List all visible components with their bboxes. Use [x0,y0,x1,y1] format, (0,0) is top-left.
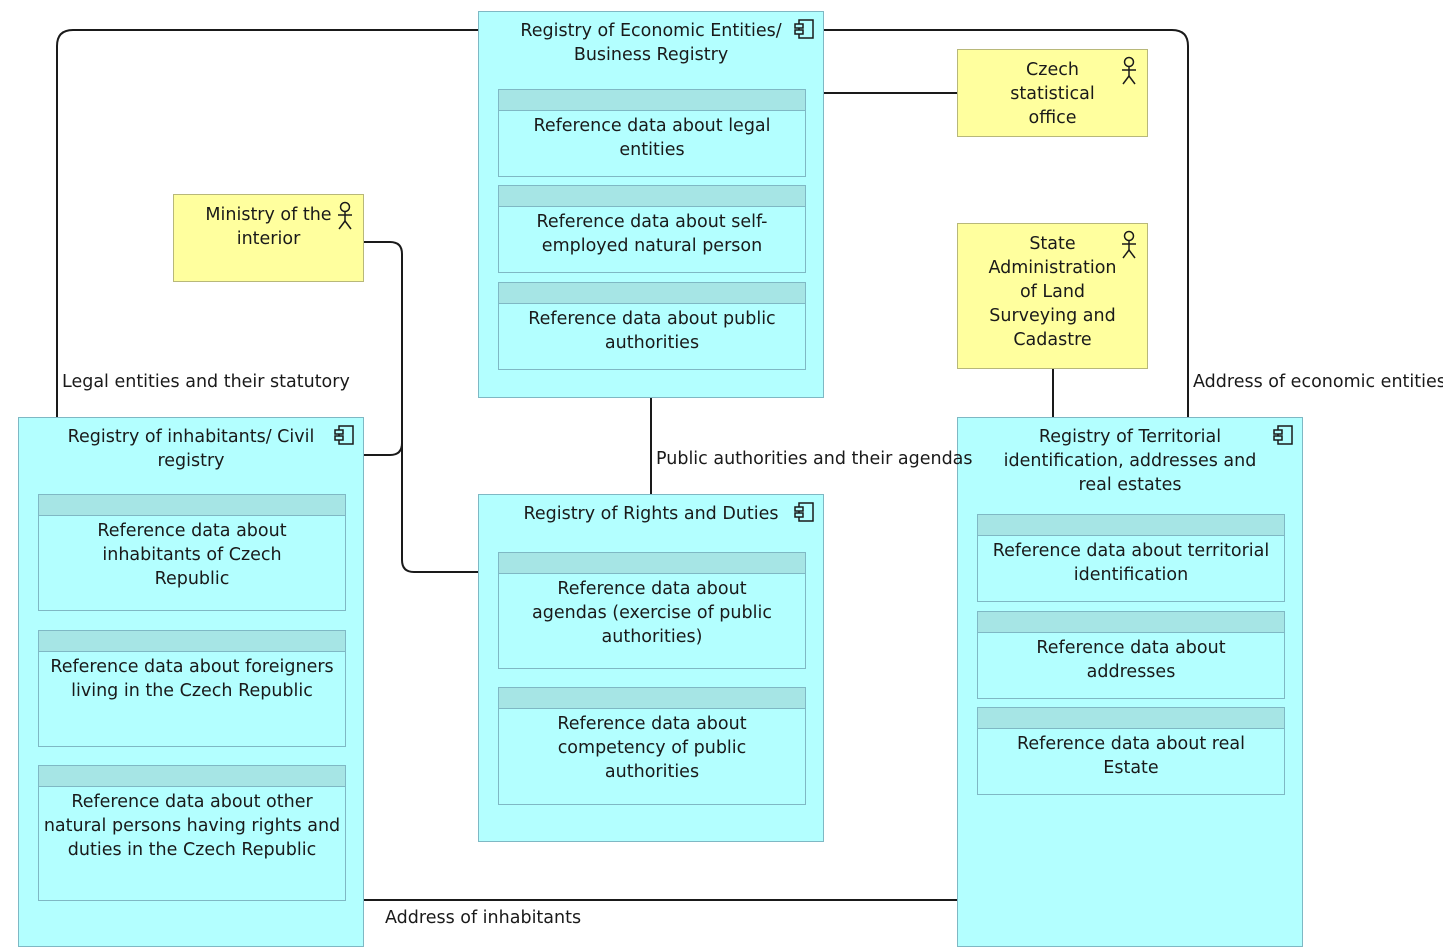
data-object-label: Reference data about territorial identif… [992,541,1270,585]
data-object-header [499,283,805,304]
actor-state-administration-cadastre[interactable]: State Administration of Land Surveying a… [957,223,1148,369]
edge-label-address-economic: Address of economic entities [1193,372,1443,392]
edge-label-public-authorities: Public authorities and their agendas [656,449,973,469]
data-object-label: Reference data about legal entities [533,116,771,160]
data-object-label: Reference data about other natural perso… [43,792,341,860]
data-object-real-estate[interactable]: Reference data about real Estate [977,707,1285,795]
data-object-header [39,766,345,787]
actor-ministry-interior[interactable]: Ministry of the interior [173,194,364,282]
data-object-label: Reference data about agendas (exercise o… [532,579,772,647]
data-object-header [39,495,345,516]
data-object-addresses[interactable]: Reference data about addresses [977,611,1285,699]
data-object-inhabitants[interactable]: Reference data about inhabitants of Czec… [38,494,346,611]
data-object-header [499,90,805,111]
data-object-label: Reference data about real Estate [1017,734,1245,778]
actor-cadastre-label: State Administration of Land Surveying a… [988,234,1117,350]
data-object-public-authorities[interactable]: Reference data about public authorities [498,282,806,370]
data-object-foreigners[interactable]: Reference data about foreigners living i… [38,630,346,747]
data-object-other-persons[interactable]: Reference data about other natural perso… [38,765,346,901]
actor-ministry-label: Ministry of the interior [205,205,332,249]
data-object-header [978,515,1284,536]
data-object-label: Reference data about self-employed natur… [536,212,768,256]
data-object-label: Reference data about competency of publi… [557,714,747,782]
registry-economic-entities[interactable]: Registry of Economic Entities/ Business … [478,11,824,398]
registry-rights-duties[interactable]: Registry of Rights and Duties Reference … [478,494,824,842]
edge-label-legal-entities: Legal entities and their statutory [62,372,350,392]
data-object-header [978,708,1284,729]
data-object-legal-entities[interactable]: Reference data about legal entities [498,89,806,177]
registry-territorial[interactable]: Registry of Territorial identification, … [957,417,1303,947]
connector-economic-to-territorial [823,29,1189,417]
data-object-self-employed[interactable]: Reference data about self-employed natur… [498,185,806,273]
application-component-icon [334,425,354,445]
edge-label-address-inhabitants: Address of inhabitants [385,908,582,928]
connector-ministry-to-rights [364,241,478,573]
actor-icon [1122,56,1136,85]
data-object-label: Reference data about public authorities [528,309,776,353]
application-component-icon [794,502,814,522]
actor-statistical-label: Czech statistical office [1010,60,1095,128]
data-object-header [499,553,805,574]
data-object-header [978,612,1284,633]
application-component-icon [1273,425,1293,445]
data-object-label: Reference data about addresses [1036,638,1226,682]
registry-economic-entities-title: Registry of Economic Entities/ Business … [520,21,782,65]
data-object-agendas[interactable]: Reference data about agendas (exercise o… [498,552,806,669]
registry-inhabitants-title: Registry of inhabitants/ Civil registry [67,427,315,471]
connector-inhabitants-to-economic [56,29,478,417]
data-object-competency[interactable]: Reference data about competency of publi… [498,687,806,805]
registry-inhabitants[interactable]: Registry of inhabitants/ Civil registry … [18,417,364,947]
data-object-header [499,186,805,207]
actor-czech-statistical-office[interactable]: Czech statistical office [957,49,1148,137]
data-object-header [499,688,805,709]
registry-rights-duties-title: Registry of Rights and Duties [523,504,779,524]
actor-icon [1122,230,1136,259]
data-object-territorial[interactable]: Reference data about territorial identif… [977,514,1285,602]
actor-icon [338,201,352,230]
data-object-header [39,631,345,652]
connector-inhabitants-to-ministry-branch [364,442,403,456]
data-object-label: Reference data about inhabitants of Czec… [97,521,287,589]
application-component-icon [794,19,814,39]
registry-territorial-title: Registry of Territorial identification, … [1003,427,1257,495]
data-object-label: Reference data about foreigners living i… [50,657,334,701]
